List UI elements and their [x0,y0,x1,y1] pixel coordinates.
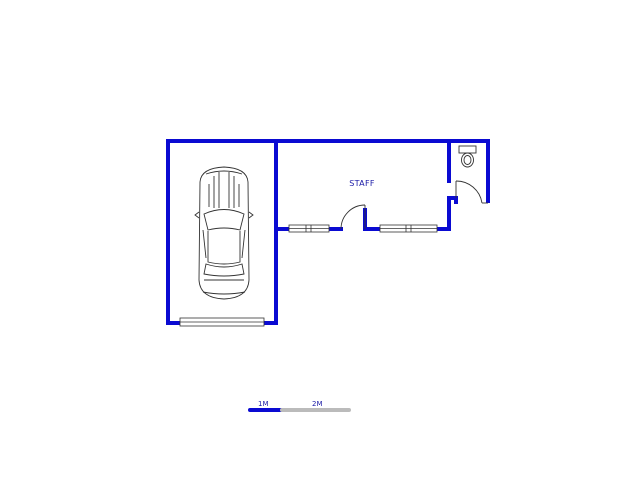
scale-bar: 1M 2M [248,400,351,412]
windows [179,224,438,327]
car-icon [194,166,254,300]
toilet-icon [458,145,477,168]
door-swing-icon [455,180,488,204]
doors [340,180,488,230]
garage-wall-bottom-right [262,139,278,325]
door-swing-icon [340,204,366,230]
room-label-staff: STAFF [349,179,375,188]
window-icon [179,317,265,327]
window-icon [288,224,330,233]
staff-wall-right [435,200,451,231]
window-icon [379,224,438,233]
garage-wall [166,139,182,325]
scale-label-2m: 2M [312,400,323,408]
top-wall [166,139,490,203]
scale-label-1m: 1M [258,400,269,408]
staff-wall-door-jamb [363,208,382,231]
